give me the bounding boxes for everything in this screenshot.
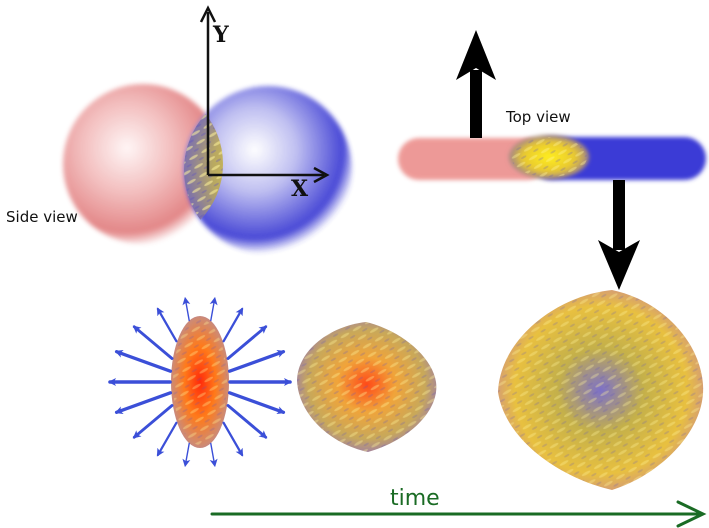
expansion-arrow [182,442,191,468]
expansion-arrow [114,349,173,373]
time-arrow [210,500,707,528]
expansion-arrow [209,296,218,322]
expansion-arrow [209,442,218,468]
expansion-arrow [132,325,174,360]
left-nucleus [63,84,223,244]
emission-down-arrow [598,180,640,290]
x-axis-label: X [291,176,309,202]
time-label: time [390,486,440,511]
y-axis-label: Y [213,22,229,48]
top-left-nucleus [398,138,548,180]
expansion-arrow [226,404,268,439]
expansion-arrow [227,349,286,373]
expansion-arrow [222,307,244,343]
expansion-arrow [222,421,244,457]
expansion-arrow [114,391,173,415]
expansion-arrow [132,404,174,439]
expansion-arrow [226,325,268,360]
coordinate-axes [199,5,330,184]
stage-late-expansion [498,290,704,490]
expansion-arrows [108,296,292,468]
top-view-group [398,30,706,290]
emission-up-arrow [456,30,496,138]
side-view-group [63,5,352,254]
stage-expanding [297,322,437,452]
top-view-label: Top view [506,108,571,126]
expansion-arrow [182,296,191,322]
side-view-label: Side view [6,208,78,226]
expansion-arrow [227,391,286,415]
right-nucleus [184,86,352,254]
stage-initial-overlap [108,296,292,468]
expansion-arrow [156,421,178,457]
expansion-arrow [156,307,178,343]
